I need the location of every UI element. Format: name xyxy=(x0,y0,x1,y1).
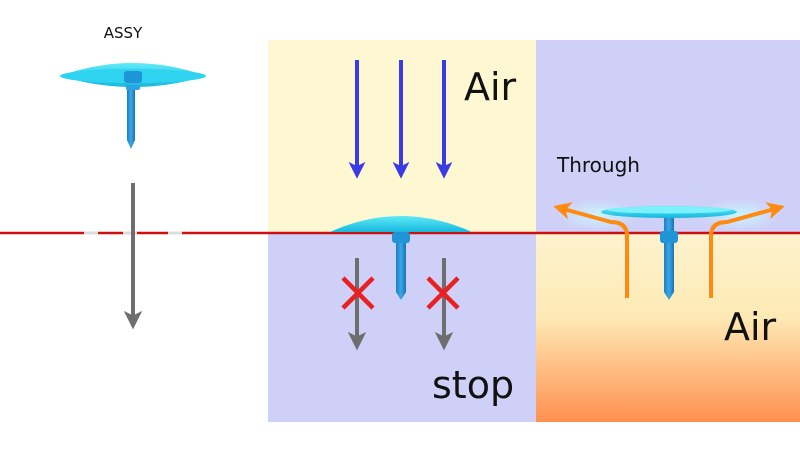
cross-icon xyxy=(341,276,375,310)
flow-arrow xyxy=(709,202,785,298)
through-label: Through xyxy=(556,153,640,177)
cross-icon xyxy=(426,276,460,310)
umbrella-valve-icon xyxy=(60,63,206,149)
assy-label: ASSY xyxy=(104,24,143,42)
umbrella-valve-icon xyxy=(601,206,737,300)
air-label-top: Air xyxy=(464,65,517,109)
air-label-bottom: Air xyxy=(724,305,777,349)
flow-arrow xyxy=(553,202,629,298)
stop-label: stop xyxy=(432,363,514,407)
umbrella-valve-icon xyxy=(330,216,472,300)
